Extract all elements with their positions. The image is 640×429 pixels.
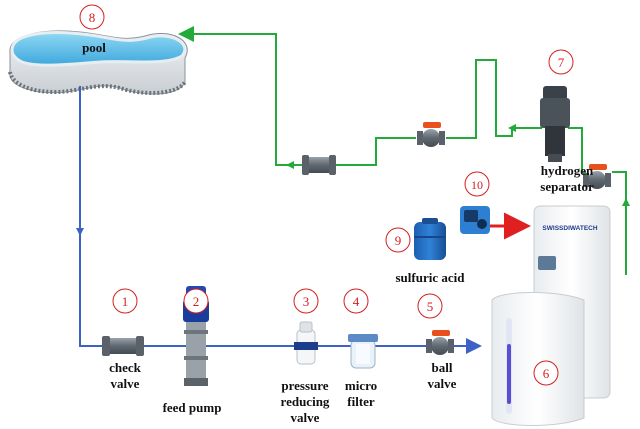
pool [8, 30, 188, 95]
pool-label: pool [82, 40, 106, 55]
sulfuric-acid-label: sulfuric acid [396, 270, 466, 285]
micro-filter [348, 334, 378, 369]
brand-label: SWISSDIWATECH [542, 225, 597, 232]
recirculation-line [178, 26, 630, 275]
svg-text:6: 6 [543, 366, 550, 381]
prv-label-1: pressure [281, 378, 328, 393]
svg-text:8: 8 [89, 10, 96, 25]
marker-7: 7 [548, 49, 574, 75]
feed-water-line [76, 86, 482, 354]
svg-text:5: 5 [427, 299, 434, 314]
ball-valve-separator [583, 164, 611, 189]
marker-8: 8 [79, 4, 105, 30]
svg-text:7: 7 [558, 55, 565, 70]
ball-valve [426, 330, 454, 355]
marker-5: 5 [417, 293, 443, 319]
marker-6: 6 [533, 360, 559, 386]
prv-label-2: reducing [281, 394, 330, 409]
feed-pump-label: feed pump [163, 400, 222, 415]
svg-text:9: 9 [395, 233, 402, 248]
dosing-pump [460, 206, 490, 234]
check-valve-label-1: check [109, 360, 142, 375]
svg-text:3: 3 [303, 294, 310, 309]
marker-1: 1 [112, 288, 138, 314]
check-valve-label-2: valve [111, 376, 140, 391]
marker-2: 2 [183, 288, 209, 314]
check-valve-return [302, 155, 336, 175]
marker-3: 3 [293, 288, 319, 314]
sulfuric-acid-drum [414, 218, 446, 260]
pressure-reducing-valve [294, 321, 318, 365]
svg-text:1: 1 [122, 294, 129, 309]
svg-text:2: 2 [193, 294, 200, 309]
flow-arrow-up-icon [622, 198, 630, 206]
marker-10: 10 [464, 171, 490, 197]
micro-filter-label-1: micro [345, 378, 377, 393]
marker-9: 9 [385, 227, 411, 253]
svg-text:4: 4 [353, 294, 360, 309]
number-markers: 1 2 3 4 5 6 7 8 9 10 [79, 4, 574, 386]
hydrogen-separator [540, 86, 570, 162]
micro-filter-label-2: filter [347, 394, 375, 409]
electrolyser-unit: SWISSDIWATECH [491, 205, 611, 426]
marker-4: 4 [343, 288, 369, 314]
flow-arrow-down-icon [76, 228, 84, 236]
ball-valve-label-1: ball [432, 360, 453, 375]
svg-text:10: 10 [471, 178, 483, 192]
prv-label-3: valve [291, 410, 320, 425]
hydrogen-separator-label-1: hydrogen [541, 163, 594, 178]
hydrogen-separator-label-2: separator [540, 179, 594, 194]
check-valve [102, 336, 144, 356]
ball-valve-label-2: valve [428, 376, 457, 391]
ball-valve-return [417, 122, 445, 147]
